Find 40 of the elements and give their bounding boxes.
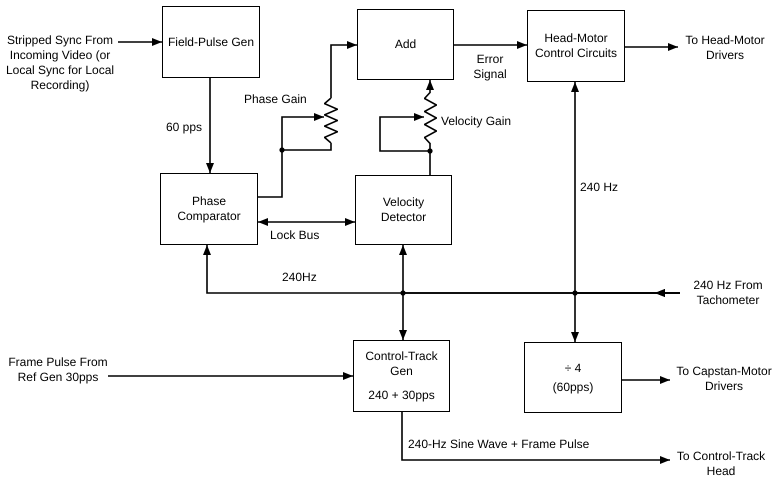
arrow [426, 80, 434, 92]
block-box [527, 10, 625, 82]
edge-label: 60 pps [166, 120, 202, 135]
block-label: Control-Track Gen [364, 349, 439, 379]
signal-label: To Capstan-Motor Drivers [670, 352, 778, 406]
block-label: ÷ 4 [564, 360, 582, 376]
block-box [160, 173, 258, 245]
block-label: 240 + 30pps [368, 388, 435, 403]
resistor-symbol [424, 92, 437, 144]
arrow [258, 218, 355, 226]
signal-label: To Control-Track Head [670, 438, 772, 490]
block-label: (60pps) [552, 380, 594, 394]
block-label: Head-Motor Control Circuits [534, 31, 618, 61]
arrow [454, 41, 527, 49]
arrow [571, 289, 680, 342]
block-box [355, 175, 452, 245]
component-label: Velocity Gain [441, 114, 512, 129]
signal-label: Stripped Sync From Incoming Video (or Local Sync for Local Recording) [2, 8, 118, 118]
block-label: Phase Comparator [176, 194, 242, 224]
arrow [206, 78, 214, 173]
block-box [357, 9, 454, 80]
resistor-symbol [324, 98, 338, 143]
arrow [257, 113, 332, 198]
block-label: Add [394, 37, 416, 52]
signal-label: 240 Hz From Tachometer [680, 276, 776, 310]
arrow [379, 113, 431, 176]
arrow [108, 372, 353, 380]
arrow [625, 43, 678, 51]
arrow [330, 41, 357, 98]
arrow [622, 376, 670, 384]
block-box [524, 342, 622, 413]
arrow [118, 38, 162, 46]
block-box [162, 6, 260, 78]
block-box [353, 340, 450, 412]
arrow [401, 412, 670, 464]
block-label: Velocity Detector [380, 195, 428, 225]
signal-label: To Head-Motor Drivers [678, 20, 772, 76]
signal-label: Frame Pulse From Ref Gen 30pps [8, 344, 108, 396]
component-label: Phase Gain [244, 92, 307, 107]
block-label: Field-Pulse Gen [168, 34, 254, 50]
